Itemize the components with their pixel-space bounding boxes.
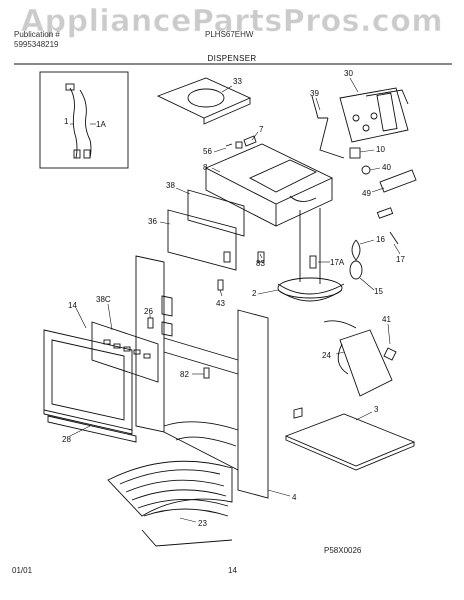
part-label-41: 41 <box>382 315 391 324</box>
part-label-40: 40 <box>382 163 391 172</box>
screw-43 <box>217 279 224 291</box>
control-board <box>339 87 409 143</box>
screw-82 <box>203 367 210 379</box>
screw-56 <box>225 143 233 147</box>
water-actuator <box>339 329 393 397</box>
part-label-17a: 17A <box>330 258 345 267</box>
spring-41 <box>383 347 397 361</box>
part-label-23: 23 <box>198 519 207 528</box>
part-label-49: 49 <box>362 189 371 198</box>
part-label-26: 26 <box>144 307 153 316</box>
footer-date: 01/01 <box>12 566 33 575</box>
inset-box <box>39 71 129 169</box>
housing-top <box>204 143 334 205</box>
part-label-1a: 1A <box>96 120 106 129</box>
grille <box>107 460 233 517</box>
door-frame <box>43 329 133 431</box>
part-label-36: 36 <box>148 217 157 226</box>
wire-harness-1 <box>69 87 78 159</box>
control-panel <box>91 321 159 383</box>
drip-cup <box>277 283 345 295</box>
screw-26 <box>147 317 154 329</box>
part-label-56: 56 <box>203 147 212 156</box>
part-label-39: 39 <box>310 89 319 98</box>
grille-slats <box>119 469 229 517</box>
diagram-code: P58X0026 <box>324 546 362 555</box>
part-label-82: 82 <box>180 370 189 379</box>
part-label-38c: 38C <box>96 295 111 304</box>
drip-tray <box>284 413 416 467</box>
lead-wire <box>319 117 345 159</box>
light-bulb <box>349 260 363 280</box>
part-label-14: 14 <box>68 301 77 310</box>
part-label-8: 8 <box>203 163 208 172</box>
solenoid <box>379 169 417 193</box>
screw-7 <box>243 135 257 147</box>
section-title: DISPENSER <box>207 54 257 63</box>
part-label-28: 28 <box>62 435 71 444</box>
screw-83 <box>257 251 265 263</box>
ice-chute <box>299 208 321 284</box>
part-label-2: 2 <box>252 289 257 298</box>
front-plate <box>187 189 245 237</box>
actuator-panel <box>167 209 237 271</box>
part-label-3: 3 <box>374 405 379 414</box>
part-label-4: 4 <box>292 493 297 502</box>
part-label-1: 1 <box>64 117 69 126</box>
publication-number: 5995348219 <box>14 40 59 49</box>
part-label-43: 43 <box>216 299 225 308</box>
part-label-17: 17 <box>396 255 405 264</box>
model-number: PLHS67EHW <box>205 30 254 39</box>
screw-17a <box>309 255 317 269</box>
right-side-panel <box>237 309 269 499</box>
publication-label: Publication # <box>14 30 60 39</box>
part-label-30: 30 <box>344 69 353 78</box>
part-label-38: 38 <box>166 181 175 190</box>
part-label-16: 16 <box>376 235 385 244</box>
part-label-33: 33 <box>233 77 242 86</box>
page-number: 14 <box>228 566 237 575</box>
part-label-24: 24 <box>322 351 331 360</box>
part-label-10: 10 <box>376 145 385 154</box>
part-label-83: 83 <box>256 259 265 268</box>
left-side-panel <box>135 255 165 433</box>
bulb-socket <box>351 239 361 261</box>
switch-part <box>349 147 361 159</box>
wire-harness-1a <box>79 89 92 159</box>
part-label-15: 15 <box>374 287 383 296</box>
part-label-7: 7 <box>259 125 264 134</box>
